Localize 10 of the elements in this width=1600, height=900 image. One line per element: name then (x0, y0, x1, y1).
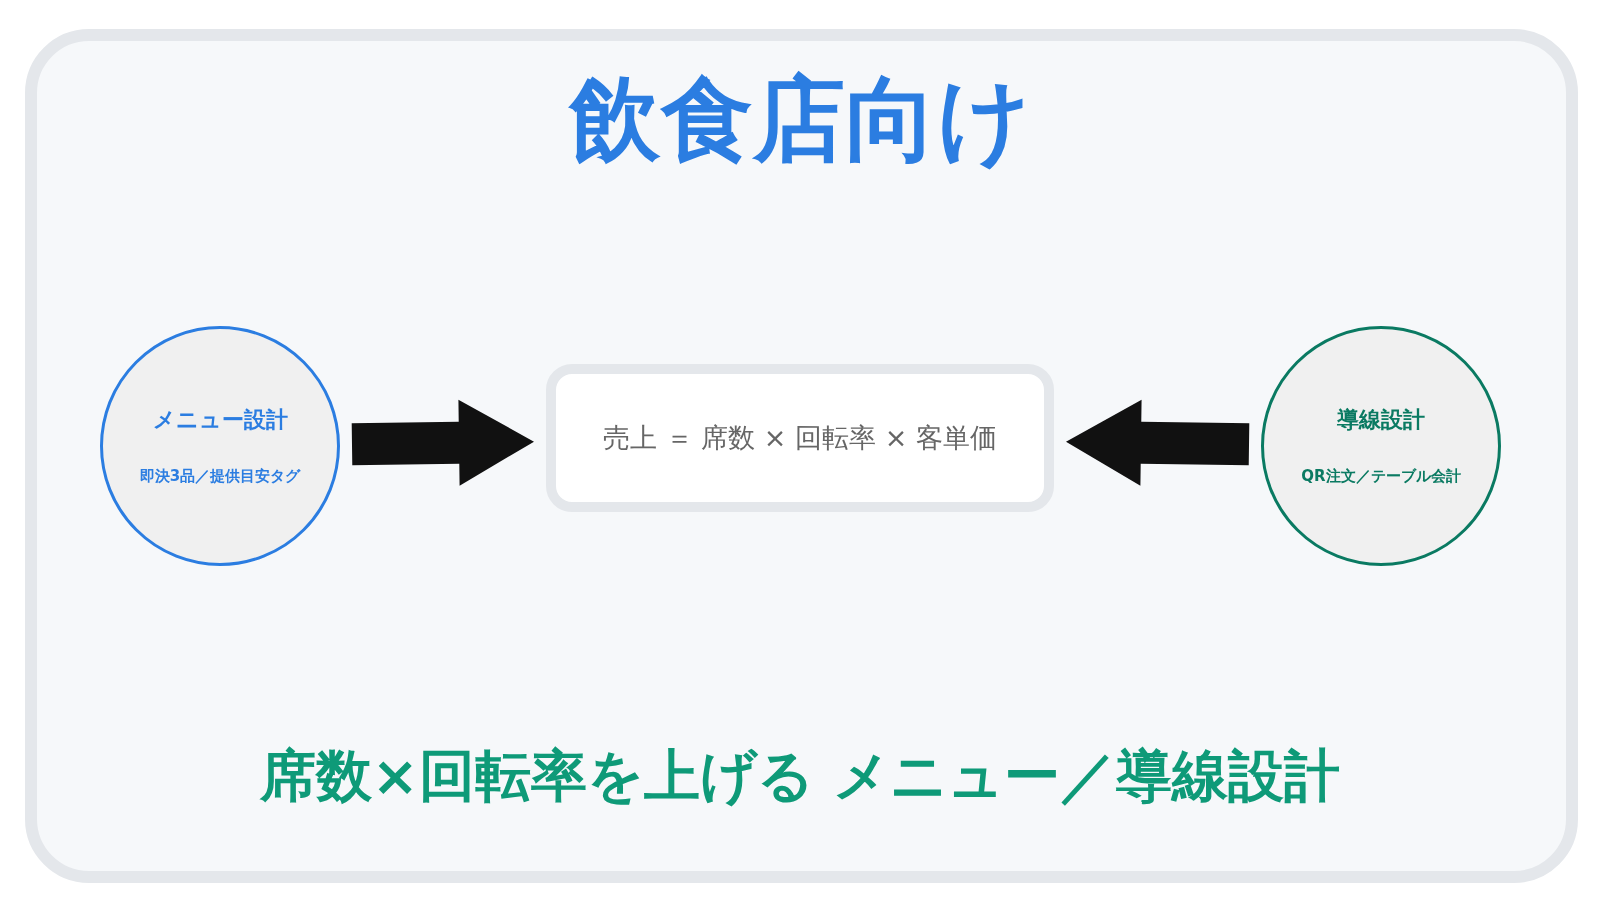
title: 飲食店向け (567, 65, 1032, 175)
formula-text: 売上 ＝ 席数 × 回転率 × 客単価 (603, 420, 997, 455)
block-arrow (1066, 399, 1250, 486)
caption: 席数×回転率を上げる メニュー／導線設計 (258, 742, 1342, 810)
formula-box (546, 364, 1054, 512)
block-arrow (351, 399, 534, 486)
node-heading: 導線設計 (1337, 405, 1425, 434)
node-subtext: QR注文／テーブル会計 (1301, 467, 1461, 487)
node-heading: メニュー設計 (152, 405, 288, 434)
node-subtext: 即決3品／提供目安タグ (139, 467, 301, 487)
